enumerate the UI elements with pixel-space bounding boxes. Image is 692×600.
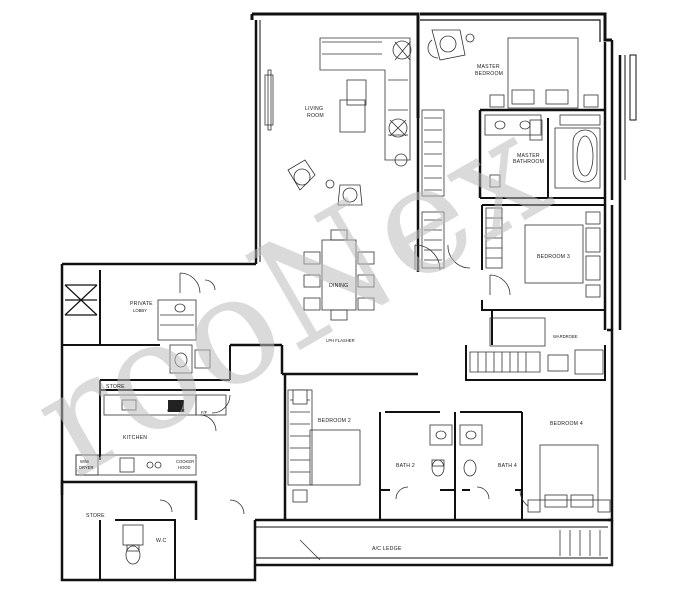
- wine-chiller-label-line2: CHILLER: [167, 408, 185, 413]
- ac-ledge-label: A/C LEDGE: [372, 546, 402, 552]
- living-furniture: [264, 37, 412, 321]
- lower-rooms-furniture: [287, 389, 611, 556]
- wm-dryer-label-line2: DRYER: [79, 465, 94, 470]
- master-bathroom-label-line1: MASTER: [517, 153, 540, 159]
- cooker-hood-label-line2: HOOD: [178, 465, 191, 470]
- private-lobby-label-line2: LOBBY: [133, 308, 147, 313]
- kitchen-label: KITCHEN: [123, 435, 147, 441]
- kitchen-furniture: [75, 299, 227, 565]
- fridge-label: F/F: [201, 410, 208, 415]
- master-bedroom-furniture: [421, 29, 601, 269]
- store-bottom-label: STORE: [86, 513, 105, 519]
- wm-dryer-label-line1: W/M: [80, 459, 89, 464]
- bedroom4-label: BEDROOM 4: [550, 421, 583, 427]
- cooker-hood-label-line1: COOKER: [176, 459, 194, 464]
- bath2-label: BATH 2: [396, 463, 415, 469]
- master-bathroom-label-line2: BATHROOM: [513, 159, 544, 165]
- wine-chiller-label-line1: WINE: [169, 403, 180, 408]
- bath4-label: BATH 4: [498, 463, 517, 469]
- bedroom3-label: BEDROOM 3: [537, 254, 570, 260]
- wc-label: W.C: [156, 538, 166, 544]
- master-bedroom-label-line2: BEDROOM: [475, 71, 503, 77]
- store-top-label: STORE: [106, 384, 125, 390]
- watermark: rooNex: [6, 82, 575, 511]
- room-labels: LIVING ROOM MASTER BEDROOM MASTER BATHRO…: [86, 64, 583, 552]
- wardrobe-label: WARDROBE: [553, 334, 578, 339]
- walls: [60, 12, 637, 582]
- bedroom2-label: BEDROOM 2: [318, 418, 351, 424]
- dining-label: DINING: [329, 283, 348, 289]
- living-room-label-line1: LIVING: [305, 106, 323, 112]
- master-bedroom-label-line1: MASTER: [477, 64, 500, 70]
- private-lobby-label-line1: PRIVATE: [130, 301, 153, 307]
- ff-below-label: LPH FLASHER: [326, 338, 355, 343]
- bedroom3-furniture: [469, 207, 604, 375]
- living-room-label-line2: ROOM: [307, 113, 324, 119]
- annotations: W/M DRYER COOKER HOOD WINE CHILLER F/F L…: [79, 334, 578, 470]
